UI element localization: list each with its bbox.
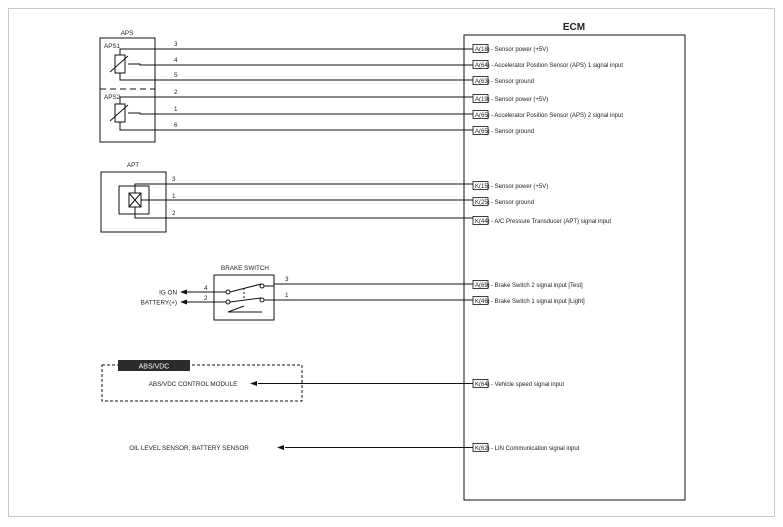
ecm-pin-row: A(65) - Sensor ground xyxy=(472,126,534,135)
ecm-pin-code: K(62) xyxy=(475,446,490,452)
ecm-pin-row: K(64) - Vehicle speed signal input xyxy=(472,379,564,388)
abs-vdc-module: ABS/VDC ABS/VDC CONTROL MODULE xyxy=(101,360,473,402)
ecm-pin-row: K(15) - Sensor power (+5V) xyxy=(472,181,548,190)
ecm-pin-desc: - LIN Communication signal input xyxy=(491,446,580,452)
aps-wires: 3 4 5 2 1 6 xyxy=(155,41,473,131)
aps-pin: 5 xyxy=(174,72,178,79)
ecm-pin-desc: - Brake Switch 1 signal input [Light] xyxy=(491,299,585,305)
ecm-pin-code: A(69) xyxy=(475,283,490,289)
ecm-pin-desc: - Sensor ground xyxy=(491,79,534,85)
ecm-pin-code: A(64) xyxy=(475,63,490,69)
ecm-pin-code: A(65) xyxy=(475,113,490,119)
ecm-pin-row: A(18) - Sensor power (+5V) xyxy=(472,44,548,53)
aps1-wiper xyxy=(109,55,129,73)
ecm-pin-code: K(25) xyxy=(475,200,490,206)
ecm-pin-code: A(65) xyxy=(475,129,490,135)
ecm-pin-desc: - Brake Switch 2 signal input [Test] xyxy=(491,283,583,289)
brake-pin-4: 4 xyxy=(204,285,208,292)
ecm-pin-list: A(18) - Sensor power (+5V) A(64) - Accel… xyxy=(472,44,623,452)
ecm-box xyxy=(463,34,686,501)
ecm-pin-code: K(46) xyxy=(475,299,490,305)
aps1-label: APS1 xyxy=(104,43,121,50)
ecm-pin-row: K(44) - A/C Pressure Transducer (APT) si… xyxy=(472,216,611,225)
apt-pin: 1 xyxy=(172,193,176,200)
ecm-title: ECM xyxy=(563,22,585,33)
aps-pin: 4 xyxy=(174,57,178,64)
ecm-pin-row: A(65) - Accelerator Position Sensor (APS… xyxy=(472,110,623,119)
ecm-pin-row: K(25) - Sensor ground xyxy=(472,197,534,206)
oil-sensor-label: OIL LEVEL SENSOR, BATTERY SENSOR xyxy=(129,445,249,452)
apt-title: APT xyxy=(127,162,139,169)
apt-sensor: APT xyxy=(100,162,167,233)
ecm-pin-desc: - Vehicle speed signal input xyxy=(491,382,564,388)
aps-pin: 1 xyxy=(174,106,178,113)
ecm-pin-code: A(19) xyxy=(475,97,490,103)
abs-badge xyxy=(118,360,190,371)
aps-sensor: APS APS1 APS2 xyxy=(99,30,156,143)
ecm-pin-desc: - Accelerator Position Sensor (APS) 2 si… xyxy=(491,113,623,119)
brake-switch: BRAKE SWITCH 4 2 IG ON BATTERY(+) 3 1 xyxy=(141,265,473,321)
aps-pin: 3 xyxy=(174,41,178,48)
apt-box xyxy=(100,171,167,233)
diagram-frame xyxy=(8,8,775,517)
aps2-resistor xyxy=(114,103,126,123)
ecm-pin-desc: - A/C Pressure Transducer (APT) signal i… xyxy=(491,219,611,225)
ecm-pin-desc: - Sensor power (+5V) xyxy=(491,97,548,103)
brake-pin-1: 1 xyxy=(285,292,289,299)
abs-module-label: ABS/VDC CONTROL MODULE xyxy=(149,381,238,388)
abs-badge-text: ABS/VDC xyxy=(139,364,170,371)
ecm-pin-row: K(62) - LIN Communication signal input xyxy=(472,443,580,452)
ecm-pin-row: A(64) - Accelerator Position Sensor (APS… xyxy=(472,60,623,69)
ecm-pin-code: K(44) xyxy=(475,219,490,225)
aps-title: APS xyxy=(121,30,134,37)
ecm-pin-row: K(46) - Brake Switch 1 signal input [Lig… xyxy=(472,296,585,305)
apt-pin: 3 xyxy=(172,176,176,183)
brake-switch-box xyxy=(213,274,275,321)
apt-pin: 2 xyxy=(172,210,176,217)
ecm-pin-row: A(63) - Sensor ground xyxy=(472,76,534,85)
ecm-pin-code: K(64) xyxy=(475,382,490,388)
ecm-pin-desc: - Accelerator Position Sensor (APS) 1 si… xyxy=(491,63,623,69)
brake-pin-3: 3 xyxy=(285,276,289,283)
apt-wires: 3 1 2 xyxy=(166,176,473,219)
aps-pin: 2 xyxy=(174,89,178,96)
aps-box xyxy=(99,37,156,143)
ecm-pin-row: A(19) - Sensor power (+5V) xyxy=(472,94,548,103)
ecm-pin-desc: - Sensor power (+5V) xyxy=(491,184,548,190)
battery-label: BATTERY(+) xyxy=(141,300,177,307)
ecm-pin-row: A(69) - Brake Switch 2 signal input [Tes… xyxy=(472,280,583,289)
oil-battery-sensor: OIL LEVEL SENSOR, BATTERY SENSOR xyxy=(129,445,473,452)
brake-switch-title: BRAKE SWITCH xyxy=(221,265,269,272)
ig-on-label: IG ON xyxy=(159,290,177,297)
aps2-label: APS2 xyxy=(104,94,121,101)
aps-pin: 6 xyxy=(174,122,178,129)
brake-pin-2: 2 xyxy=(204,295,208,302)
ecm-pin-desc: - Sensor ground xyxy=(491,200,534,206)
aps2-wiper xyxy=(109,104,129,122)
ecm-pin-code: A(18) xyxy=(475,47,490,53)
aps1-resistor xyxy=(114,54,126,74)
ecm-pin-desc: - Sensor ground xyxy=(491,129,534,135)
ecm-pin-desc: - Sensor power (+5V) xyxy=(491,47,548,53)
ecm-pin-code: K(15) xyxy=(475,184,490,190)
ecm-pin-code: A(63) xyxy=(475,79,490,85)
